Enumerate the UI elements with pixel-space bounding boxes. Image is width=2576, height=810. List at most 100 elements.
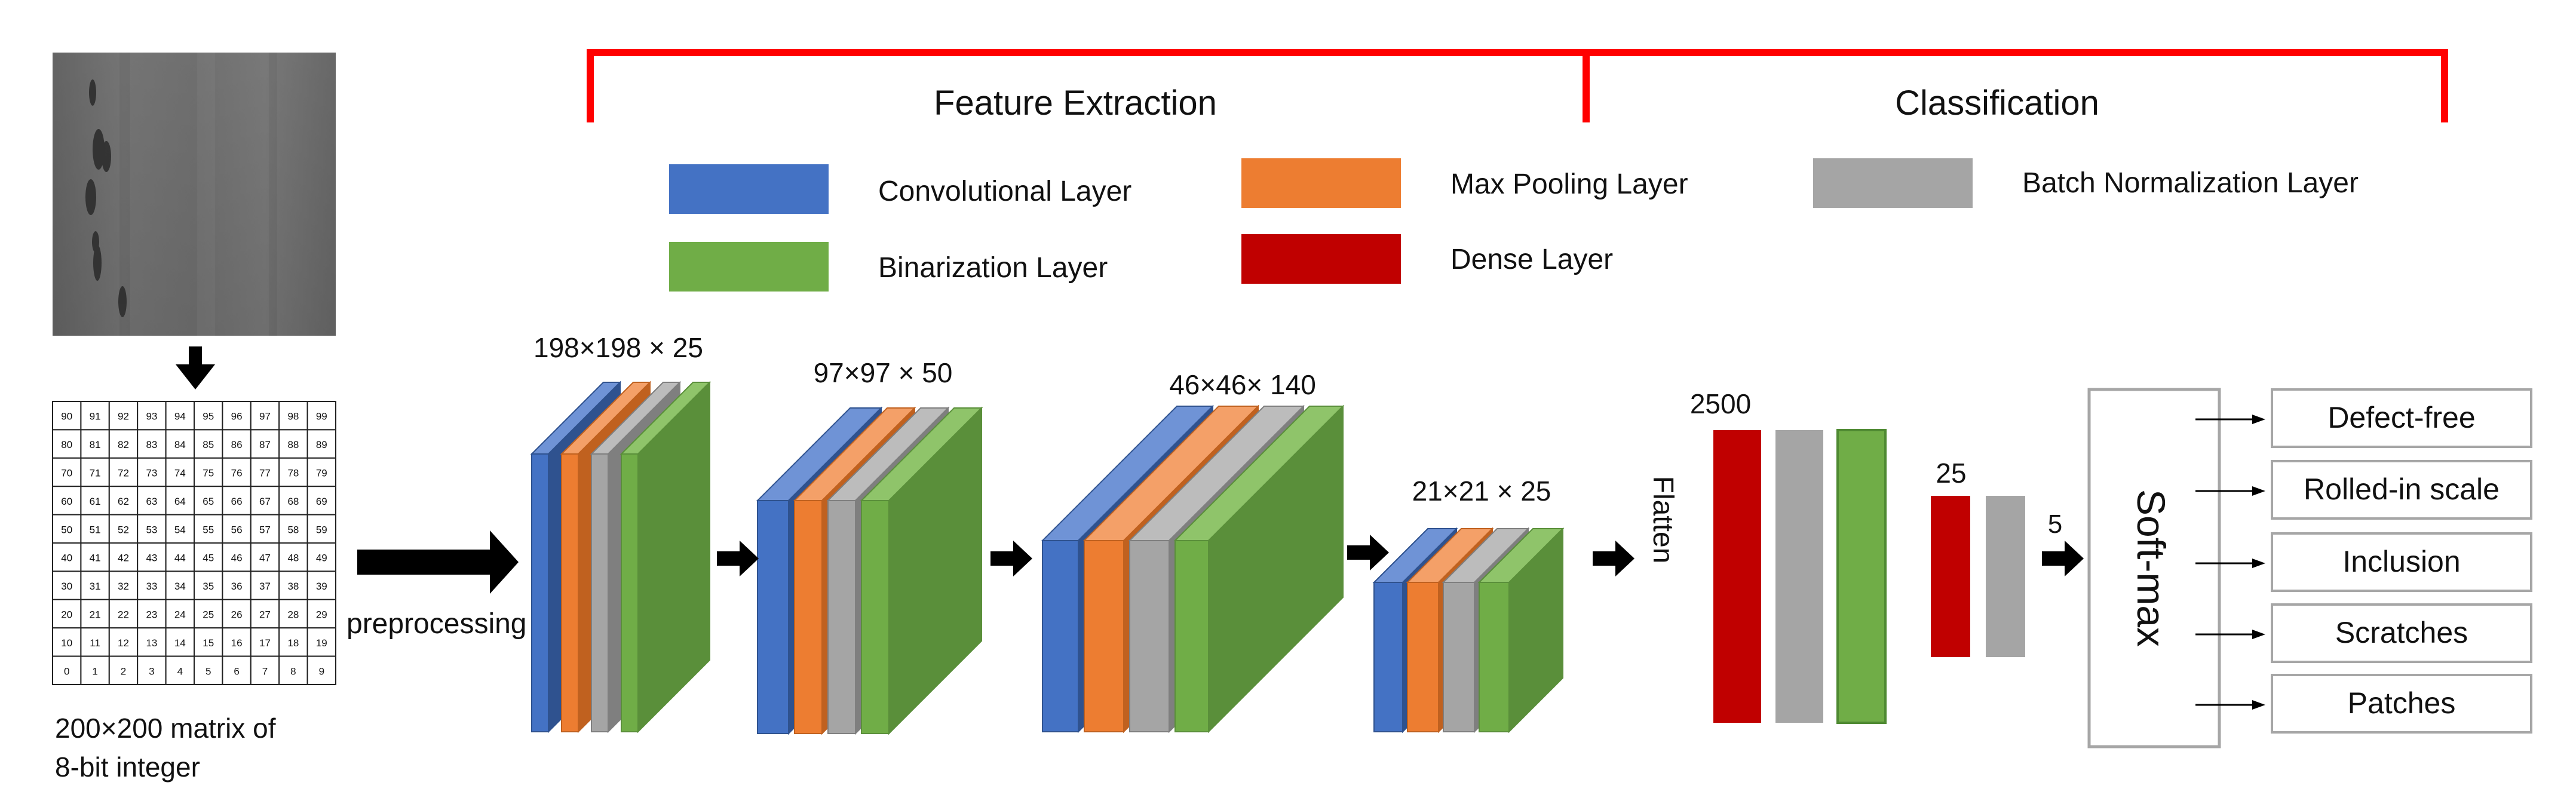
legend-swatch-binarization	[669, 242, 829, 292]
matrix-cell-value: 6	[234, 665, 239, 677]
matrix-cell-value: 64	[174, 496, 186, 507]
matrix-cell	[108, 627, 139, 657]
matrix-cell	[52, 570, 82, 600]
matrix-cell-value: 68	[287, 496, 299, 507]
matrix-cell-value: 70	[61, 468, 72, 479]
matrix-cell-value: 99	[316, 411, 327, 422]
matrix-cell-value: 59	[316, 524, 327, 535]
matrix-cell-value: 46	[231, 553, 243, 564]
matrix-cell	[306, 401, 336, 431]
matrix-cell-value: 96	[231, 411, 243, 422]
matrix-cell-value: 79	[316, 468, 327, 479]
image-to-matrix-arrow	[176, 346, 215, 389]
matrix-cell	[306, 655, 336, 685]
matrix-cell	[278, 542, 308, 572]
inter-block-arrows	[717, 535, 2084, 576]
matrix-cell	[165, 542, 195, 572]
matrix-cell	[80, 655, 110, 685]
legend-swatch-batch-norm	[1813, 158, 1973, 208]
matrix-cell-value: 10	[61, 637, 72, 649]
layer-binarization	[620, 381, 712, 734]
matrix-cell-value: 45	[203, 553, 214, 564]
matrix-cell-value: 33	[146, 581, 157, 592]
dense-layer-25	[1931, 496, 1970, 657]
matrix-cell	[137, 429, 167, 459]
flatten-label: Flatten	[1647, 476, 1679, 564]
class-label: Inclusion	[2342, 545, 2460, 578]
matrix-cell-value: 94	[174, 411, 186, 422]
conv-block-1	[530, 381, 712, 734]
matrix-cell-value: 13	[146, 637, 157, 649]
matrix-cell-value: 72	[118, 468, 129, 479]
defect-marks	[85, 79, 127, 317]
matrix-cell-value: 74	[174, 468, 186, 479]
matrix-cell	[165, 486, 195, 516]
matrix-cell	[194, 599, 223, 629]
bracket-line	[587, 49, 2448, 122]
matrix-cell	[137, 542, 167, 572]
dense2-units: 25	[1936, 458, 1966, 489]
matrix-cell	[278, 570, 308, 600]
matrix-cell-value: 42	[118, 553, 129, 564]
matrix-cell-value: 50	[61, 524, 72, 535]
matrix-cell-value: 85	[203, 439, 214, 450]
matrix-cell-value: 90	[61, 411, 72, 422]
layer-binarization	[1477, 527, 1565, 734]
matrix-cell	[165, 655, 195, 685]
matrix-cell-value: 40	[61, 553, 72, 564]
matrix-cell-value: 4	[177, 665, 183, 677]
block1-dims: 198×198 × 25	[533, 332, 703, 363]
matrix-cell	[278, 627, 308, 657]
matrix-cell-value: 16	[231, 637, 243, 649]
class-label: Defect-free	[2327, 401, 2475, 434]
feature-extraction-title: Feature Extraction	[934, 84, 1217, 122]
matrix-cell-value: 35	[203, 581, 214, 592]
matrix-cell-value: 14	[174, 637, 186, 649]
matrix-cell-value: 28	[287, 609, 299, 621]
preprocessing-arrow	[357, 530, 519, 594]
matrix-cell-value: 61	[90, 496, 101, 507]
flow-arrow	[717, 541, 759, 576]
legend-swatch-max-pooling	[1241, 158, 1401, 208]
softmax-input-size: 5	[2048, 510, 2062, 539]
matrix-cell	[80, 542, 110, 572]
matrix-cell	[80, 599, 110, 629]
matrix-cell-value: 98	[287, 411, 299, 422]
matrix-cell-value: 20	[61, 609, 72, 621]
class-label: Rolled-in scale	[2304, 473, 2500, 506]
matrix-cell-value: 81	[90, 439, 101, 450]
matrix-cell	[80, 457, 110, 487]
softmax-label: Soft-max	[2129, 489, 2173, 647]
matrix-cell-value: 39	[316, 581, 327, 592]
matrix-cell-value: 21	[90, 609, 101, 621]
matrix-cell-value: 26	[231, 609, 243, 621]
matrix-cell	[137, 655, 167, 685]
matrix-cell	[278, 429, 308, 459]
matrix-cell-value: 62	[118, 496, 129, 507]
matrix-cell-value: 3	[149, 665, 154, 677]
dense1-units: 2500	[1690, 388, 1751, 419]
matrix-cell-value: 80	[61, 439, 72, 450]
matrix-cell-value: 30	[61, 581, 72, 592]
matrix-cell-value: 82	[118, 439, 129, 450]
class-box	[2271, 532, 2532, 592]
matrix-cell	[52, 429, 82, 459]
matrix-cell-value: 34	[174, 581, 186, 592]
matrix-cell-value: 57	[259, 524, 271, 535]
matrix-cell-value: 69	[316, 496, 327, 507]
matrix-cell-value: 75	[203, 468, 214, 479]
matrix-cell	[222, 655, 252, 685]
conv-block-4	[1372, 527, 1565, 734]
batch-norm-layer-25	[1986, 496, 2025, 657]
matrix-cell	[278, 486, 308, 516]
matrix-cell	[165, 429, 195, 459]
block4-dims: 21×21 × 25	[1412, 475, 1551, 507]
class-box	[2271, 460, 2532, 520]
matrix-cell-value: 73	[146, 468, 157, 479]
layer-binarization	[860, 406, 983, 735]
matrix-cell	[250, 401, 280, 431]
class-box	[2271, 388, 2532, 448]
input-steel-image	[53, 53, 336, 336]
